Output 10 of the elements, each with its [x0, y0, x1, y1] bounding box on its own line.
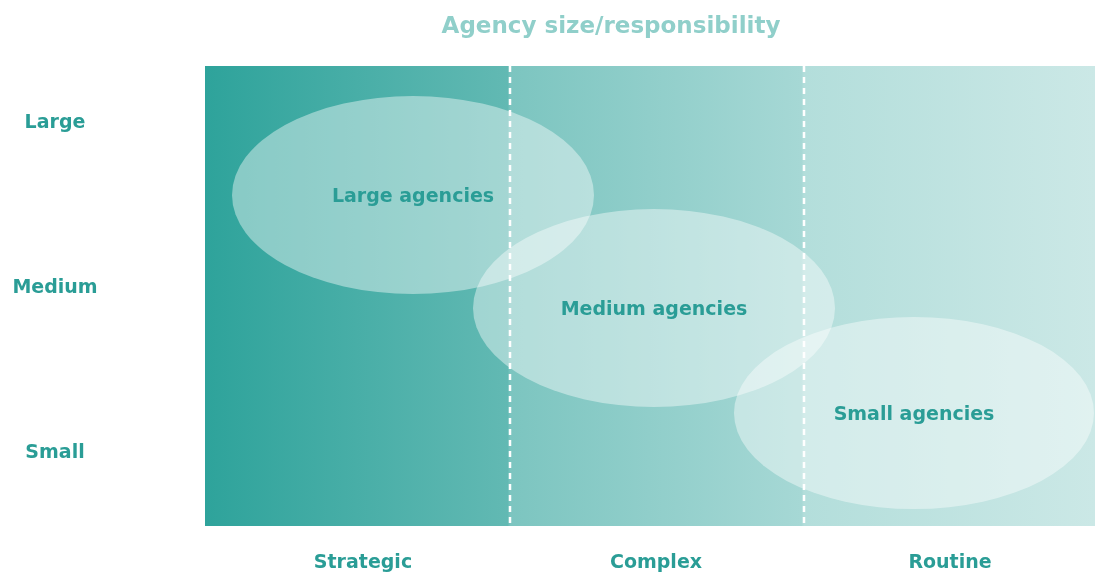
region-label: Medium agencies — [560, 297, 748, 319]
region-label: Small agencies — [833, 402, 995, 424]
axis-label: Small — [25, 440, 85, 462]
column-label: Strategic — [313, 550, 413, 572]
axis-label: Large — [24, 110, 86, 132]
column-label: Complex — [609, 550, 703, 572]
column-label: Routine — [908, 550, 992, 572]
region-label: Large agencies — [331, 184, 495, 206]
axis-label: Medium — [12, 275, 98, 297]
chart-title: Agency size/responsibility — [441, 12, 781, 38]
